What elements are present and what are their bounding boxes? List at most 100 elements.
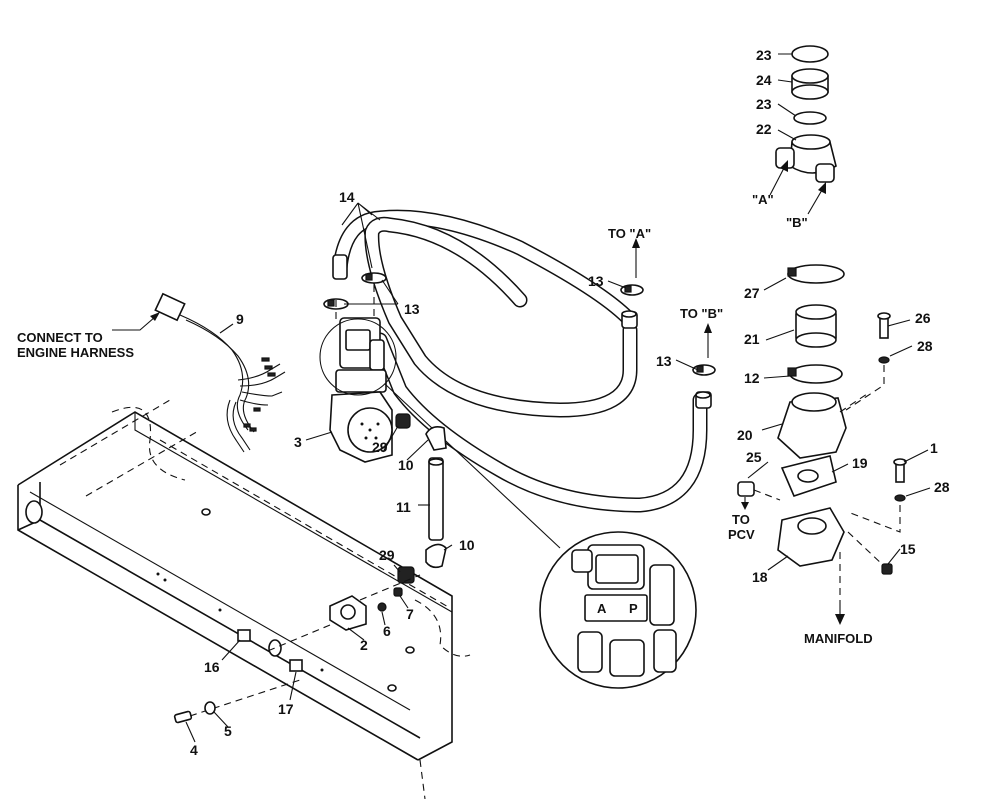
callout-10-lower: 10 bbox=[459, 537, 475, 553]
callout-9: 9 bbox=[236, 311, 244, 327]
callout-13-to-b: 13 bbox=[656, 353, 672, 369]
adapter-18-bore bbox=[797, 517, 827, 535]
clamp-12-screw bbox=[787, 367, 797, 377]
callout-23-lower: 23 bbox=[756, 96, 772, 112]
hose-end-a-opening bbox=[621, 310, 637, 318]
frame-bolt bbox=[405, 646, 415, 654]
frame-hole bbox=[268, 639, 282, 657]
callout-13-valve: 13 bbox=[404, 301, 420, 317]
bolt-4 bbox=[173, 710, 193, 724]
fitting-29-upper bbox=[395, 413, 411, 429]
nut-7 bbox=[393, 587, 403, 597]
callout-19: 19 bbox=[852, 455, 868, 471]
to-pcv-label-line1: TO bbox=[732, 512, 750, 527]
wire-terminal bbox=[267, 372, 276, 377]
detail-port-p-label: P bbox=[629, 601, 638, 616]
housing-22-port-b bbox=[815, 163, 835, 183]
callout-4: 4 bbox=[190, 742, 198, 758]
pipe-11-end bbox=[428, 458, 444, 466]
to-b-label: TO "B" bbox=[680, 306, 723, 321]
regulator-cover-screw bbox=[360, 422, 364, 426]
regulator-cover-screw bbox=[376, 422, 380, 426]
washer-28-upper bbox=[878, 356, 890, 364]
o-ring-23-lower bbox=[793, 111, 827, 125]
callout-15: 15 bbox=[900, 541, 916, 557]
detail-callout-circle bbox=[319, 318, 397, 396]
manifold-label: MANIFOLD bbox=[804, 631, 873, 646]
mounting-hardware bbox=[173, 574, 421, 724]
detail-connector bbox=[571, 549, 593, 573]
callout-numbers: 1 2 3 4 5 6 7 9 10 10 11 12 13 13 13 14 … bbox=[190, 47, 950, 758]
arrow-to-b-head bbox=[704, 323, 712, 333]
callout-5: 5 bbox=[224, 723, 232, 739]
o-ring-23-upper bbox=[791, 45, 829, 63]
callout-2: 2 bbox=[360, 637, 368, 653]
callout-27: 27 bbox=[744, 285, 760, 301]
washer-28-lower bbox=[894, 494, 906, 502]
callout-18: 18 bbox=[752, 569, 768, 585]
detail-valve-block bbox=[584, 594, 648, 622]
label-17 bbox=[289, 659, 303, 672]
wire-terminal bbox=[264, 365, 273, 370]
valve-block bbox=[335, 369, 387, 393]
callout-12: 12 bbox=[744, 370, 760, 386]
detail-right-fitting bbox=[653, 629, 677, 673]
callout-29-upper: 29 bbox=[372, 439, 388, 455]
frame-rail bbox=[17, 399, 471, 799]
callout-7: 7 bbox=[406, 606, 414, 622]
arrow-connect-head bbox=[150, 312, 160, 321]
hose-clamp bbox=[692, 364, 716, 376]
callout-17: 17 bbox=[278, 701, 294, 717]
callout-11: 11 bbox=[396, 499, 411, 515]
valve-assembly bbox=[319, 285, 561, 549]
flange-2-bore bbox=[340, 604, 356, 620]
detail-barb-fitting bbox=[649, 564, 675, 626]
frame-bolt bbox=[387, 684, 397, 692]
detail-view: A P bbox=[539, 531, 697, 689]
mixer-body-20-inlet bbox=[791, 392, 837, 412]
arrow-to-a-head bbox=[632, 238, 640, 248]
callout-10-upper: 10 bbox=[398, 457, 414, 473]
mixer-assembly bbox=[737, 264, 907, 605]
wire-terminal bbox=[261, 357, 270, 362]
fitting-25 bbox=[737, 481, 755, 497]
barb-fitting bbox=[369, 339, 385, 371]
gasket-19-hole bbox=[797, 469, 819, 483]
callout-13-to-a: 13 bbox=[588, 273, 604, 289]
ring-24-bottom bbox=[791, 84, 829, 100]
detail-clamp bbox=[609, 639, 645, 677]
arrow-port-a-head bbox=[780, 160, 788, 172]
callout-29-lower: 29 bbox=[379, 547, 395, 563]
hose-clamp bbox=[620, 284, 644, 296]
callout-25: 25 bbox=[746, 449, 762, 465]
port-b-label: "B" bbox=[786, 215, 808, 230]
housing-22-top bbox=[791, 134, 831, 150]
callout-14: 14 bbox=[339, 189, 355, 205]
frame-hole bbox=[25, 500, 43, 524]
regulator-cover-screw bbox=[374, 436, 378, 440]
elbow-10-lower bbox=[425, 543, 447, 569]
hose-end bbox=[332, 254, 348, 280]
fittings bbox=[395, 413, 447, 584]
frame-rivet bbox=[163, 578, 167, 582]
to-a-label: TO "A" bbox=[608, 226, 651, 241]
wire-terminal bbox=[249, 427, 257, 432]
detail-view-circle bbox=[539, 531, 697, 689]
washer-5 bbox=[204, 701, 216, 715]
hose-clamp-screw bbox=[365, 273, 373, 281]
regulator-cover-screw bbox=[364, 436, 368, 440]
callout-1: 1 bbox=[930, 440, 938, 456]
arrow-port-b-head bbox=[818, 182, 826, 194]
wire-harness bbox=[154, 292, 286, 453]
flow-arrows bbox=[112, 160, 845, 625]
regulator-inlet-stack bbox=[775, 45, 837, 183]
leader-lines bbox=[185, 53, 931, 743]
hoses bbox=[332, 209, 712, 513]
harness-connector bbox=[154, 292, 186, 322]
callout-16: 16 bbox=[204, 659, 220, 675]
pipe-11 bbox=[428, 457, 444, 541]
detail-port-a-label: A bbox=[597, 601, 607, 616]
connect-label-line1: CONNECT TO bbox=[17, 330, 103, 345]
detail-lower-barb bbox=[577, 631, 603, 673]
